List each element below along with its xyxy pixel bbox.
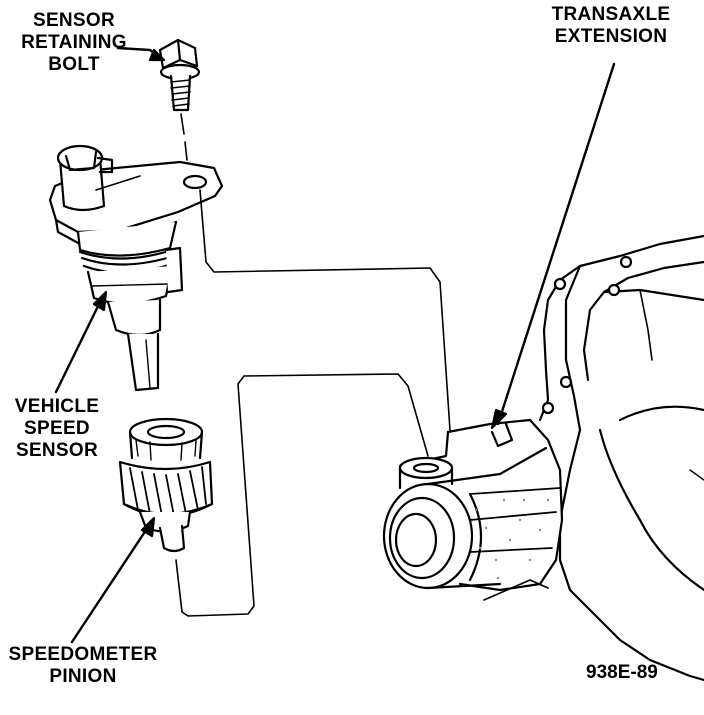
vss-arrow [54, 290, 108, 394]
label-line: PINION [49, 666, 117, 687]
label-line: SPEEDOMETER [8, 644, 158, 665]
figure-id: 938E-89 [586, 662, 658, 683]
sensor-retaining-bolt-label: SENSOR RETAINING BOLT [8, 10, 140, 76]
shading-dots [474, 498, 550, 580]
label-line: SENSOR [32, 10, 116, 31]
label-line: SENSOR [15, 440, 99, 461]
transaxle-extension-label: TRANSAXLE EXTENSION [540, 4, 682, 48]
label-line: VEHICLE [14, 396, 100, 417]
transaxle-extension [382, 234, 704, 682]
sensor-to-bore-line [199, 189, 451, 431]
label-line: RETAINING [21, 32, 127, 53]
bolt-alignment-line [180, 113, 188, 161]
label-line: SPEED [24, 418, 90, 439]
speedometer-pinion [118, 417, 214, 553]
label-line: TRANSAXLE [551, 4, 671, 25]
pinion-arrow [70, 516, 156, 644]
vehicle-speed-sensor [48, 144, 224, 392]
label-line: EXTENSION [554, 26, 668, 47]
label-line: BOLT [48, 54, 100, 75]
sensor-retaining-bolt [158, 38, 201, 112]
bolt-arrow [116, 46, 166, 62]
pinion-to-bore-line [175, 373, 429, 617]
vehicle-speed-sensor-label: VEHICLE SPEED SENSOR [8, 396, 106, 462]
speedometer-pinion-label: SPEEDOMETER PINION [4, 644, 162, 688]
transaxle-extension-arrow [490, 62, 616, 430]
